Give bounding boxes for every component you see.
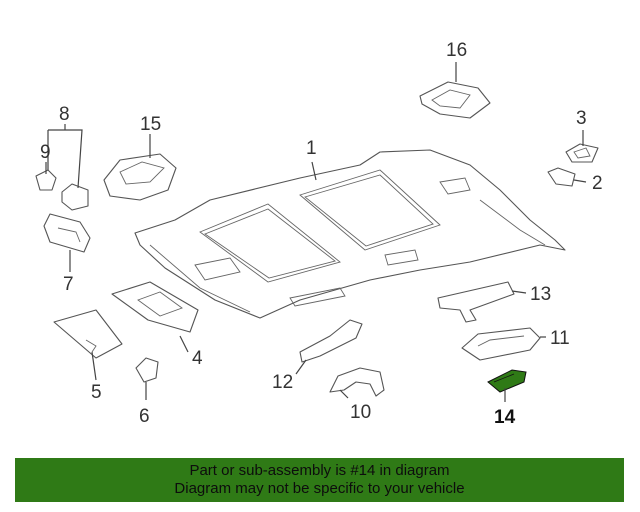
leader-lines xyxy=(45,62,587,402)
part-6-clip xyxy=(135,357,159,383)
part-16-bracket xyxy=(419,81,491,119)
label-16: 16 xyxy=(446,40,467,61)
headliner-part xyxy=(134,149,566,319)
part-8-socket xyxy=(61,183,89,211)
part-4-sunvisor xyxy=(111,281,199,333)
label-12: 12 xyxy=(272,372,293,393)
label-7: 7 xyxy=(63,274,74,295)
banner-line-2: Diagram may not be specific to your vehi… xyxy=(174,480,465,497)
part-2-cover xyxy=(547,167,576,187)
label-5: 5 xyxy=(91,382,102,403)
label-4: 4 xyxy=(192,348,203,369)
banner-line-1: Part or sub-assembly is #14 in diagram xyxy=(189,462,450,479)
label-15: 15 xyxy=(140,114,161,135)
part-11-grab-handle xyxy=(461,327,541,361)
label-14: 14 xyxy=(494,407,516,428)
label-11: 11 xyxy=(550,328,570,349)
label-13: 13 xyxy=(530,284,551,305)
label-1: 1 xyxy=(306,138,317,159)
label-3: 3 xyxy=(576,108,587,129)
label-8: 8 xyxy=(59,104,70,125)
part-15-console xyxy=(103,153,177,201)
part-12-grab-handle xyxy=(299,319,363,363)
part-5-sunvisor xyxy=(53,309,123,359)
part-10-grab-handle xyxy=(329,367,385,397)
part-7-lamp xyxy=(43,213,91,253)
part-13-trim xyxy=(437,281,515,323)
parts-diagram: 1 2 3 4 5 6 7 8 9 10 11 12 13 14 15 16 xyxy=(35,40,603,428)
label-6: 6 xyxy=(139,406,150,427)
label-10: 10 xyxy=(350,402,371,423)
part-3-lens xyxy=(565,143,599,163)
part-14-highlighted xyxy=(487,369,527,393)
info-banner: Part or sub-assembly is #14 in diagram D… xyxy=(15,458,624,502)
label-9: 9 xyxy=(40,142,51,163)
label-2: 2 xyxy=(592,173,603,194)
